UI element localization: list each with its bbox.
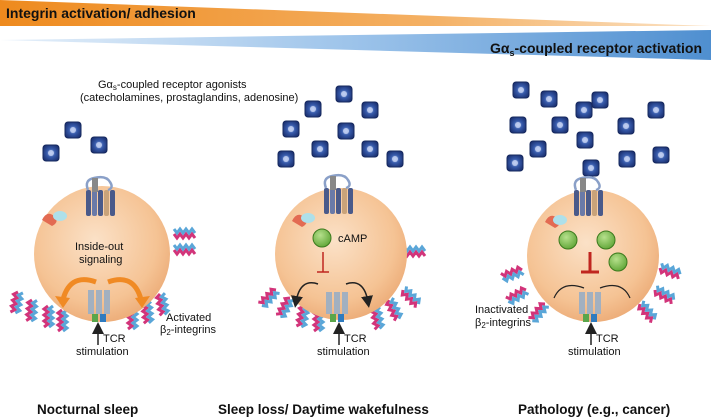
- activated-integrins-label: β2-integrins: [160, 324, 217, 337]
- tcr-stimulation-label-3: stimulation: [568, 346, 621, 358]
- agonist-molecules-3: [506, 81, 670, 177]
- effector-2: [301, 213, 315, 223]
- panel-pathology: TCR stimulation Inactivated β2-integrins…: [475, 81, 683, 417]
- panel-nocturnal-sleep: Inside-out signaling TCR stimulation Act…: [8, 121, 217, 417]
- effector-3: [553, 215, 567, 225]
- camp-label: cAMP: [338, 233, 367, 245]
- activated-label: Activated: [166, 312, 211, 324]
- agonists-label: Gαs-coupled receptor agonists: [98, 79, 247, 92]
- camp-molecule-3b: [596, 230, 616, 250]
- inactivated-label: Inactivated: [475, 304, 528, 316]
- receptor-2: [322, 173, 355, 216]
- caption-nocturnal-sleep: Nocturnal sleep: [37, 402, 138, 417]
- inactivated-integrins-label: β2-integrins: [475, 317, 532, 330]
- receptor-1: [84, 175, 117, 218]
- gas-banner-label: Gαs-coupled receptor activation: [490, 40, 702, 58]
- integrin-banner-label: Integrin activation/ adhesion: [6, 5, 196, 21]
- tcr-stimulation-label-2: stimulation: [317, 346, 370, 358]
- caption-pathology: Pathology (e.g., cancer): [518, 402, 670, 417]
- signal-arc-left-3: [553, 285, 585, 299]
- signal-arc-right-3: [599, 285, 631, 299]
- camp-molecule-3c: [608, 252, 628, 272]
- tcr-complex-3: [579, 292, 601, 322]
- agonist-molecules-1: [42, 121, 108, 162]
- tcr-label-2: TCR: [344, 333, 367, 345]
- integrin-banner: Integrin activation/ adhesion: [0, 0, 711, 26]
- camp-molecule-2: [312, 228, 332, 248]
- agonists-examples: (catecholamines, prostaglandins, adenosi…: [80, 92, 298, 104]
- gas-banner: Gαs-coupled receptor activation: [0, 30, 711, 60]
- receptor-3: [572, 175, 605, 218]
- camp-molecule-3a: [558, 230, 578, 250]
- tcr-complex-2: [326, 292, 348, 322]
- tcr-label-1: TCR: [103, 333, 126, 345]
- tcr-stimulation-label-1: stimulation: [76, 346, 129, 358]
- g-protein-1: [42, 213, 57, 226]
- caption-sleep-loss: Sleep loss/ Daytime wakefulness: [218, 402, 429, 417]
- inside-out-label-1: Inside-out: [75, 241, 123, 253]
- signal-arrow-right-2: [345, 282, 373, 308]
- tcr-complex-1: [88, 290, 110, 322]
- panel-sleep-loss: cAMP TCR stimulation Sleep loss/ Daytime…: [218, 85, 429, 417]
- signal-arrow-left-2: [291, 282, 319, 308]
- signaling-label-1: signaling: [79, 254, 122, 266]
- effector-1: [53, 211, 67, 221]
- tcr-label-3: TCR: [596, 333, 619, 345]
